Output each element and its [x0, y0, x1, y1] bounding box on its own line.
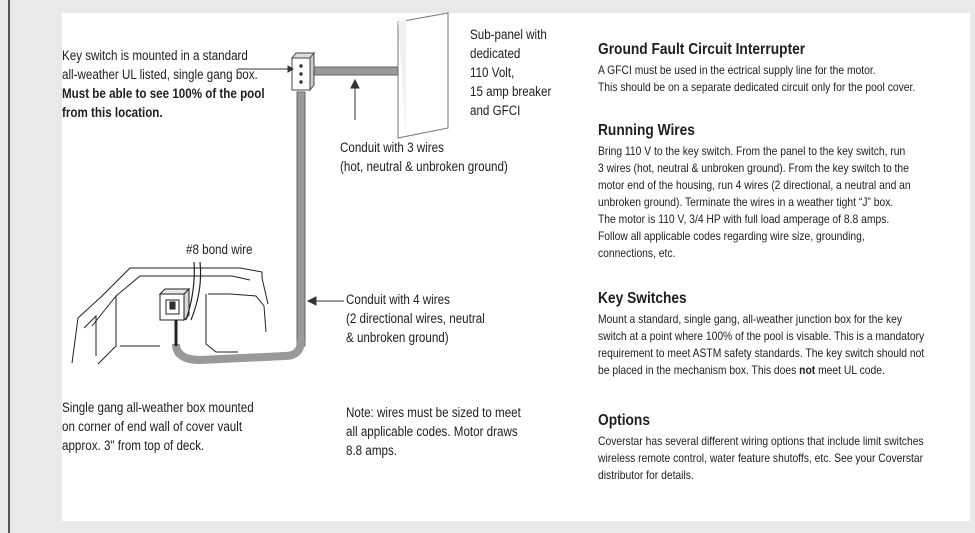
conduit-vertical: [296, 91, 306, 347]
bond-wire-text: #8 bond wire: [186, 242, 253, 257]
conduit3-arrow: [350, 78, 360, 120]
box-label: Single gang all-weather box mounted on c…: [62, 398, 254, 455]
note-line-2: all applicable codes. Motor draws: [346, 424, 518, 439]
options-line-3: distributor for details.: [598, 468, 694, 482]
section-gfci-title: Ground Fault Circuit Interrupter: [598, 41, 806, 58]
box-line-2: on corner of end wall of cover vault: [62, 419, 243, 434]
section-gfci-line-1: A GFCI must be used in the ectrical supp…: [598, 63, 876, 77]
running-wires-line-3: motor end of the housing, run 4 wires (2…: [598, 178, 911, 192]
running-wires-line-4: unbroken ground). Terminate the wires in…: [598, 195, 894, 209]
pool-vault-sketch: [71, 261, 269, 365]
key-switch-label: Key switch is mounted in a standard all-…: [62, 46, 265, 122]
note-label: Note: wires must be sized to meet all ap…: [346, 403, 521, 460]
conduit4-arrow: [306, 296, 344, 306]
diagram-card: [62, 13, 970, 521]
conduit-curve: [172, 339, 305, 365]
key-switch-box: [290, 51, 316, 92]
box-line-1: Single gang all-weather box mounted: [62, 400, 254, 415]
conduit-horizontal: [311, 66, 399, 76]
conduit3-label: Conduit with 3 wires (hot, neutral & unb…: [340, 138, 508, 176]
left-border-line: [8, 0, 10, 533]
key-switches-line-1: Mount a standard, single gang, all-weath…: [598, 312, 903, 326]
key-switches-line-4-bold: not: [799, 363, 816, 377]
subpanel-line-3: 110 Volt,: [470, 65, 515, 80]
key-switch-line-2: all-weather UL listed, single gang box.: [62, 67, 258, 82]
section-options: Options Coverstar has several different …: [598, 411, 946, 484]
subpanel-line-2: dedicated: [470, 46, 521, 61]
note-line-1: Note: wires must be sized to meet: [346, 405, 521, 420]
section-running-wires: Running Wires Bring 110 V to the key swi…: [598, 121, 946, 262]
running-wires-line-5: The motor is 110 V, 3/4 HP with full loa…: [598, 212, 890, 226]
key-switches-line-4-post: meet UL code.: [815, 363, 885, 377]
section-gfci: Ground Fault Circuit Interrupter A GFCI …: [598, 40, 946, 96]
section-running-wires-title: Running Wires: [598, 122, 695, 139]
conduit4-line-1: Conduit with 4 wires: [346, 292, 450, 307]
conduit3-line-2: (hot, neutral & unbroken ground): [340, 159, 508, 174]
conduit3-line-1: Conduit with 3 wires: [340, 140, 444, 155]
subpanel-line-5: and GFCI: [470, 103, 521, 118]
conduit4-label: Conduit with 4 wires (2 directional wire…: [346, 290, 485, 347]
section-options-title: Options: [598, 412, 650, 429]
conduit4-line-3: & unbroken ground): [346, 330, 449, 345]
note-line-3: 8.8 amps.: [346, 443, 397, 458]
running-wires-line-2: 3 wires (hot, neutral & unbroken ground)…: [598, 161, 909, 175]
options-line-1: Coverstar has several different wiring o…: [598, 434, 924, 448]
section-key-switches-title: Key Switches: [598, 290, 687, 307]
running-wires-line-6: Follow all applicable codes regarding wi…: [598, 229, 865, 243]
conduit4-line-2: (2 directional wires, neutral: [346, 311, 485, 326]
running-wires-line-7: connections, etc.: [598, 246, 676, 260]
subpanel-label: Sub-panel with dedicated 110 Volt, 15 am…: [470, 25, 551, 120]
key-switches-line-2: switch at a point where 100% of the pool…: [598, 329, 925, 343]
key-switches-line-4-pre: be placed in the mechanism box. This doe…: [598, 363, 800, 377]
key-switch-bold-line-1: Must be able to see 100% of the pool: [62, 86, 265, 101]
box-line-3: approx. 3" from top of deck.: [62, 438, 205, 453]
section-gfci-line-2: This should be on a separate dedicated c…: [598, 80, 916, 94]
key-switches-line-4: be placed in the mechanism box. This doe…: [598, 362, 946, 379]
key-switch-line-1: Key switch is mounted in a standard: [62, 48, 248, 63]
key-switch-bold-line-2: from this location.: [62, 105, 163, 120]
running-wires-line-1: Bring 110 V to the key switch. From the …: [598, 144, 906, 158]
bond-wire-label: #8 bond wire: [186, 240, 252, 259]
subpanel-line-4: 15 amp breaker: [470, 84, 552, 99]
key-switches-line-3: requirement to meet ASTM safety standard…: [598, 346, 925, 360]
subpanel-box: [397, 12, 449, 139]
options-line-2: wireless remote control, water feature s…: [598, 451, 924, 465]
section-key-switches: Key Switches Mount a standard, single ga…: [598, 289, 946, 379]
subpanel-line-1: Sub-panel with: [470, 27, 547, 42]
